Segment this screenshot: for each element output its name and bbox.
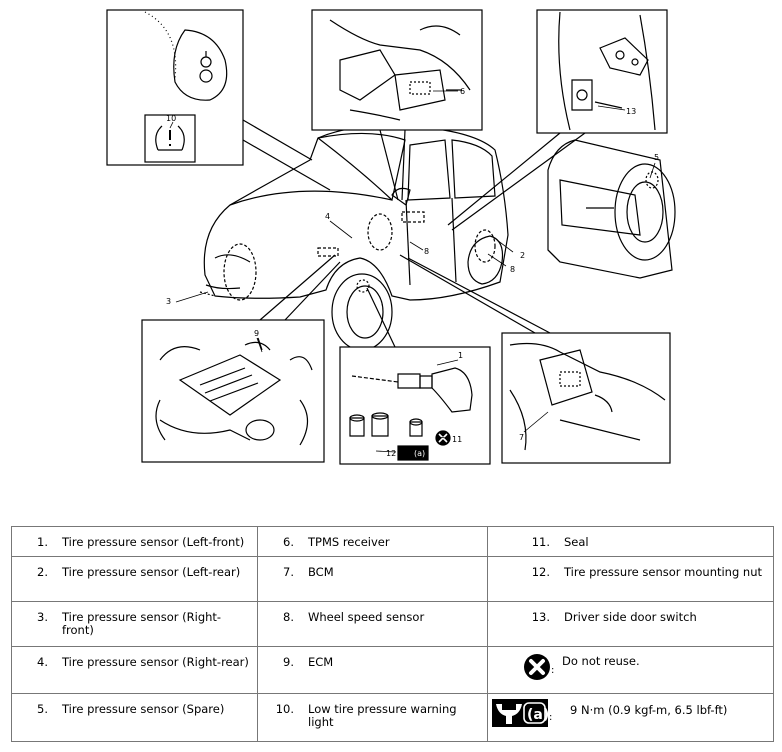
legend-cell: 12.Tire pressure sensor mounting nut [487,556,774,602]
legend-cell: 5.Tire pressure sensor (Spare) [11,693,258,742]
inset-bcm [399,254,671,464]
rear-vehicle-illustration [547,139,676,279]
legend-cell: 2.Tire pressure sensor (Left-rear) [11,556,258,602]
do-not-reuse-icon: : [488,651,562,683]
callout-4: 4 [325,212,330,221]
svg-text::: : [549,712,552,723]
callout-8b: 8 [510,265,515,274]
torque-label: (a) [414,449,425,458]
callout-10: 10 [166,114,176,123]
callout-8a: 8 [424,247,429,256]
tpms-location-diagram: 1 2 3 4 5 6 7 8 8 9 10 11 12 13 (a) [106,9,676,465]
table-row: 5.Tire pressure sensor (Spare) 10.Low ti… [11,693,774,742]
legend-cell: 4.Tire pressure sensor (Right-rear) [11,646,258,694]
callout-leaders [169,90,656,453]
callout-13: 13 [626,107,636,116]
inset-meter-cluster [106,9,331,191]
legend-cell: (a) : 9 N·m (0.9 kgf-m, 6.5 lbf-ft) [487,693,774,742]
callout-1: 1 [458,351,463,360]
svg-text::: : [551,665,554,676]
callout-9: 9 [254,329,259,338]
table-row: 2.Tire pressure sensor (Left-rear) 7.BCM… [11,556,774,602]
callout-2: 2 [520,251,525,260]
legend-cell: 3.Tire pressure sensor (Right-front) [11,601,258,647]
callout-7: 7 [519,433,524,442]
legend-cell: 8.Wheel speed sensor [257,601,488,647]
table-row: 4.Tire pressure sensor (Right-rear) 9.EC… [11,646,774,694]
legend-cell: 9.ECM [257,646,488,694]
callout-3: 3 [166,297,171,306]
callout-numbers: 1 2 3 4 5 6 7 8 8 9 10 11 12 13 (a) [166,87,659,458]
table-row: 1.Tire pressure sensor (Left-front) 6.TP… [11,526,774,557]
callout-5: 5 [654,153,659,162]
torque-wrench-icon: (a) : [492,698,562,728]
callout-6: 6 [460,87,465,96]
legend-cell: 13.Driver side door switch [487,601,774,647]
legend-table: 1.Tire pressure sensor (Left-front) 6.TP… [11,526,774,742]
legend-cell: 1.Tire pressure sensor (Left-front) [11,526,258,557]
legend-cell: 10.Low tire pressure warning light [257,693,488,742]
callout-11: 11 [452,435,462,444]
legend-cell: 11.Seal [487,526,774,557]
inset-door-switch [447,9,668,231]
inset-tpms-receiver [311,9,483,201]
legend-cell: 6.TPMS receiver [257,526,488,557]
vehicle-illustration [199,124,509,351]
svg-text:(a): (a) [527,707,549,723]
inset-sensor-parts [339,287,491,465]
table-row: 3.Tire pressure sensor (Right-front) 8.W… [11,601,774,647]
callout-12: 12 [386,449,396,458]
legend-cell: 7.BCM [257,556,488,602]
inset-ecm [141,254,341,463]
legend-cell: : Do not reuse. [487,646,774,694]
